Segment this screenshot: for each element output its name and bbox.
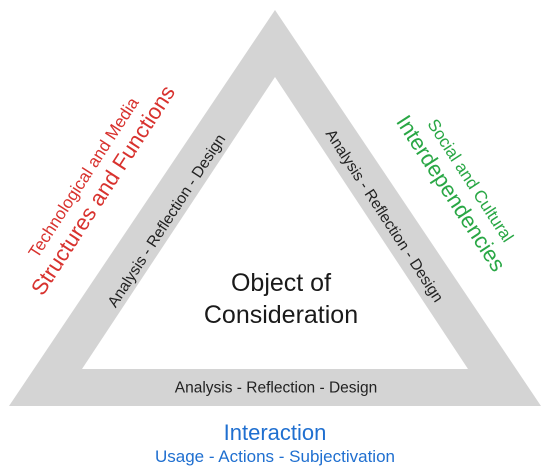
bottom-dimension-subtitle: Usage - Actions - Subjectivation xyxy=(155,447,395,466)
center-title-line1: Object of xyxy=(231,269,331,297)
inner-triangle xyxy=(82,77,468,369)
center-title-line2: Consideration xyxy=(204,301,358,329)
bottom-side-label: Analysis - Reflection - Design xyxy=(175,380,377,397)
bottom-dimension-title: Interaction xyxy=(224,420,327,445)
